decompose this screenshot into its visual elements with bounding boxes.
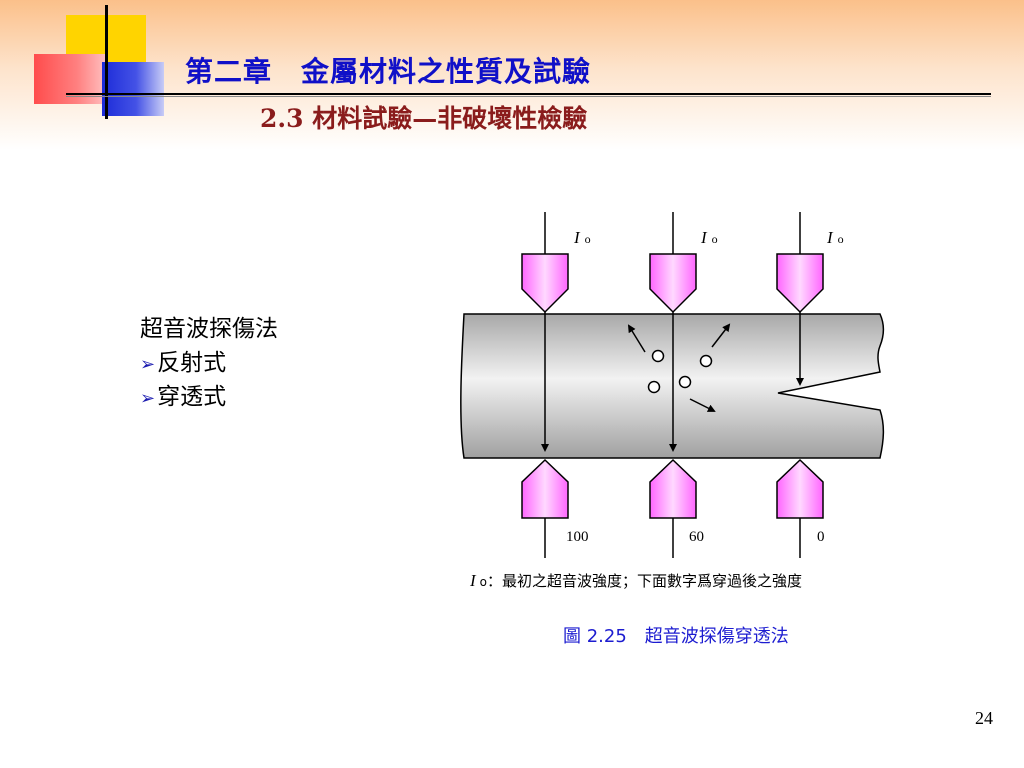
bullet-item: ➢穿透式	[140, 380, 278, 414]
decor-red-square	[34, 54, 106, 104]
transmitter-probe-3	[776, 253, 824, 314]
bullet-text: 穿透式	[157, 384, 227, 410]
intensity-value: 60	[689, 529, 704, 545]
arrow-bullet-icon: ➢	[140, 354, 156, 375]
receiver-probe-2	[649, 458, 697, 519]
scatter-arrow	[627, 324, 646, 353]
header-rule-shadow	[66, 96, 991, 97]
defect-void	[678, 375, 692, 389]
defect-void	[651, 349, 665, 363]
bullet-item: ➢反射式	[140, 346, 278, 380]
content-text: 超音波探傷法 ➢反射式 ➢穿透式	[140, 312, 278, 414]
transmitter-probe-1	[521, 253, 569, 314]
defect-void	[647, 380, 661, 394]
content-heading: 超音波探傷法	[140, 316, 278, 342]
receiver-probe-3	[776, 458, 824, 519]
bullet-text: 反射式	[157, 350, 227, 376]
receiver-probe-1	[521, 458, 569, 519]
workpiece-bar	[460, 313, 885, 459]
arrow-bullet-icon: ➢	[140, 388, 156, 409]
intensity-value: 0	[817, 529, 825, 545]
decor-vertical-line	[105, 5, 108, 119]
decor-blue-square	[102, 62, 164, 116]
scatter-arrow	[711, 323, 731, 348]
defect-void	[699, 354, 713, 368]
transmitter-probe-2	[649, 253, 697, 314]
scatter-arrow	[689, 398, 716, 412]
header-rule	[66, 93, 991, 95]
intensity-value: 100	[566, 529, 589, 545]
slide-subtitle: 2.3 材料試驗—非破壞性檢驗	[260, 104, 588, 133]
page-number: 24	[975, 708, 993, 728]
header-gradient	[0, 0, 1024, 150]
slide-title: 第二章 金屬材料之性質及試驗	[185, 55, 592, 88]
figure-caption: 圖 2.25 超音波探傷穿透法	[563, 626, 789, 647]
